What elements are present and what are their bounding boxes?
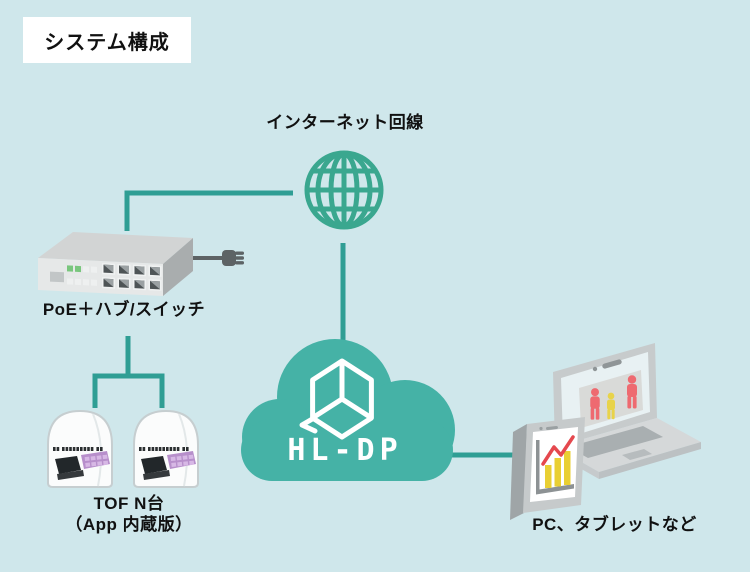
laptop-touchpad [622, 449, 652, 460]
tof-label-line1: TOF N台 [93, 494, 165, 513]
tof-sensor-2 [133, 410, 199, 488]
switch-front-details [50, 263, 162, 291]
switch-side-face [163, 238, 193, 296]
led-indicators [67, 265, 97, 286]
connector-internet-hub [124, 190, 293, 231]
title-box: システム構成 [23, 17, 191, 63]
globe-icon [304, 150, 384, 230]
network-switch-illustration [38, 232, 244, 296]
cloud-label: HL-DP [287, 433, 403, 468]
hub-label: PoE＋ハブ/スイッチ [42, 300, 206, 319]
laptop-keyboard [568, 426, 663, 458]
connector-hub-tof [92, 336, 165, 408]
power-plug-icon [222, 250, 244, 266]
page-title: システム構成 [44, 31, 170, 54]
tof-sensors-illustration [47, 410, 199, 488]
tablet [510, 417, 585, 520]
box-logo-icon [299, 358, 374, 440]
cloud-shape [241, 339, 455, 481]
webcam-icon [592, 366, 598, 372]
laptop-tablet-illustration [510, 343, 701, 520]
clients-label: PC、タブレットなど [532, 515, 697, 534]
tof-label: TOF N台 （App 内蔵版） [22, 493, 236, 535]
bar-chart-icon [536, 435, 575, 495]
switch-top-face [38, 232, 193, 264]
tof-sensor-1 [47, 410, 113, 488]
internet-label: インターネット回線 [266, 113, 424, 132]
ethernet-ports [102, 263, 162, 291]
tof-label-line2: （App 内蔵版） [65, 515, 193, 534]
